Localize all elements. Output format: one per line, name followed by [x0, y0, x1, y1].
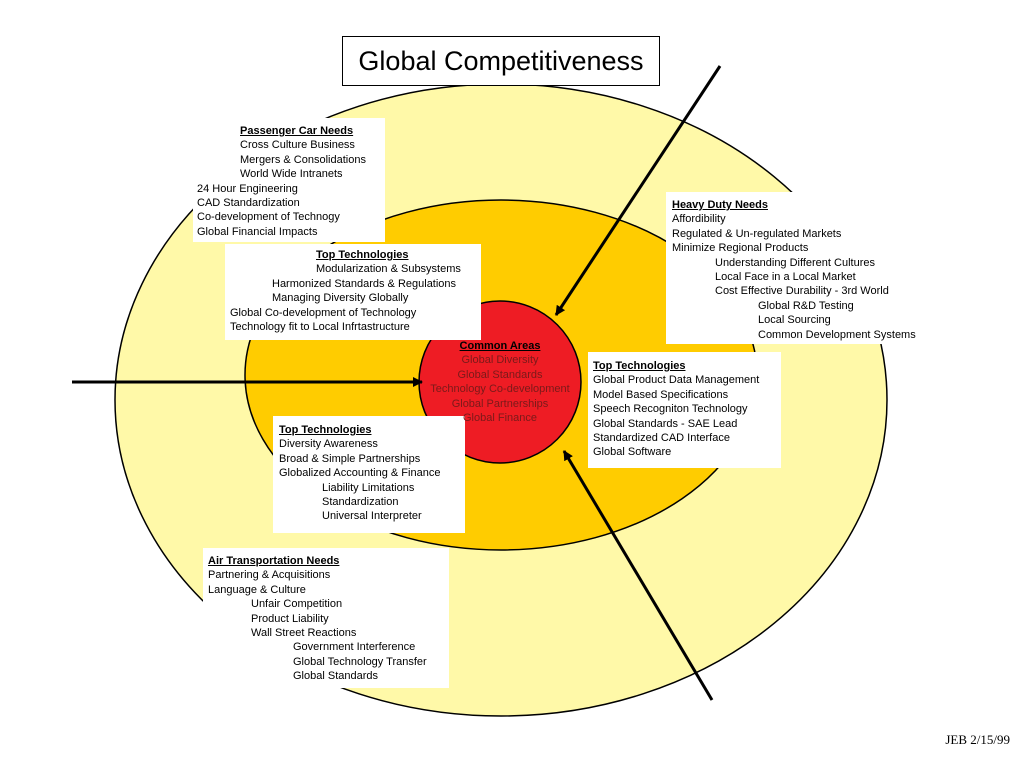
page-title: Global Competitiveness	[358, 45, 644, 76]
air-transport-needs-box: Air Transportation Needs Partnering & Ac…	[203, 548, 449, 688]
title-box: Global Competitiveness	[342, 36, 660, 86]
list-item: Technology Co-development	[430, 383, 570, 396]
list-item: Global Software	[593, 446, 672, 459]
top-tech-lower-left-heading: Top Technologies	[279, 424, 372, 436]
list-item: Global Financial Impacts	[197, 225, 318, 238]
top-tech-right-box: Top Technologies Global Product Data Man…	[588, 352, 781, 468]
list-item: Managing Diversity Globally	[272, 292, 409, 305]
top-tech-right-heading: Top Technologies	[593, 360, 686, 372]
list-item: Globalized Accounting & Finance	[279, 467, 441, 480]
list-item: Global Partnerships	[451, 397, 549, 410]
list-item: CAD Standardization	[197, 197, 300, 210]
list-item: Local Face in a Local Market	[715, 271, 856, 284]
list-item: Global Technology Transfer	[293, 655, 427, 668]
list-item: Local Sourcing	[758, 314, 831, 327]
list-item: Harmonized Standards & Regulations	[272, 277, 457, 290]
list-item: Government Interference	[293, 641, 416, 654]
top-tech-upper-left-heading: Top Technologies	[316, 249, 409, 261]
passenger-car-heading: Passenger Car Needs	[240, 125, 354, 137]
list-item: Global Diversity	[461, 354, 539, 367]
list-item: Broad & Simple Partnerships	[279, 452, 421, 465]
list-item: Modularization & Subsystems	[316, 263, 461, 276]
common-areas: Common Areas Global Diversity Global Sta…	[418, 339, 582, 425]
list-item: Global Finance	[463, 412, 537, 425]
list-item: Technology fit to Local Infrtastructure	[230, 321, 410, 334]
list-item: Cost Effective Durability - 3rd World	[715, 285, 889, 298]
list-item: Wall Street Reactions	[251, 627, 357, 640]
top-tech-lower-left-box: Top Technologies Diversity Awareness Bro…	[273, 416, 465, 533]
list-item: Affordibility	[672, 213, 726, 226]
list-item: Global Product Data Management	[593, 374, 760, 387]
list-item: Diversity Awareness	[279, 438, 378, 451]
list-item: Cross Culture Business	[240, 139, 355, 152]
arrow-lower-right	[562, 450, 714, 701]
list-item: Global Standards	[457, 368, 543, 381]
list-item: Language & Culture	[208, 583, 306, 596]
list-item: Model Based Specifications	[593, 388, 729, 401]
list-item: Liability Limitations	[322, 481, 415, 494]
list-item: Partnering & Acquisitions	[208, 569, 331, 582]
list-item: 24 Hour Engineering	[197, 182, 298, 195]
heavy-duty-heading: Heavy Duty Needs	[672, 199, 768, 211]
list-item: Speech Recogniton Technology	[593, 403, 748, 416]
common-areas-heading: Common Areas	[459, 340, 541, 352]
list-item: Regulated & Un-regulated Markets	[672, 227, 842, 240]
passenger-car-needs-box: Passenger Car Needs Cross Culture Busine…	[193, 118, 385, 242]
list-item: Global Standards - SAE Lead	[593, 417, 738, 430]
list-item: Global Co-development of Technology	[230, 306, 417, 319]
air-transport-heading: Air Transportation Needs	[208, 555, 340, 567]
list-item: Understanding Different Cultures	[715, 256, 875, 269]
top-tech-upper-left-box: Top Technologies Modularization & Subsys…	[225, 244, 481, 340]
heavy-duty-needs-box: Heavy Duty Needs Affordibility Regulated…	[666, 192, 934, 344]
list-item: World Wide Intranets	[240, 168, 343, 181]
list-item: Universal Interpreter	[322, 510, 422, 523]
list-item: Co-development of Technogy	[197, 211, 340, 224]
list-item: Mergers & Consolidations	[240, 153, 366, 166]
arrow-upper-right	[554, 65, 722, 316]
list-item: Unfair Competition	[251, 598, 343, 611]
list-item: Standardization	[322, 496, 399, 509]
list-item: Minimize Regional Products	[672, 242, 809, 255]
footer-date: JEB 2/15/99	[945, 732, 1010, 747]
list-item: Global R&D Testing	[758, 299, 854, 312]
list-item: Standardized CAD Interface	[593, 432, 730, 445]
list-item: Common Development Systems	[758, 328, 916, 341]
list-item: Global Standards	[293, 670, 378, 683]
list-item: Product Liability	[251, 612, 329, 625]
